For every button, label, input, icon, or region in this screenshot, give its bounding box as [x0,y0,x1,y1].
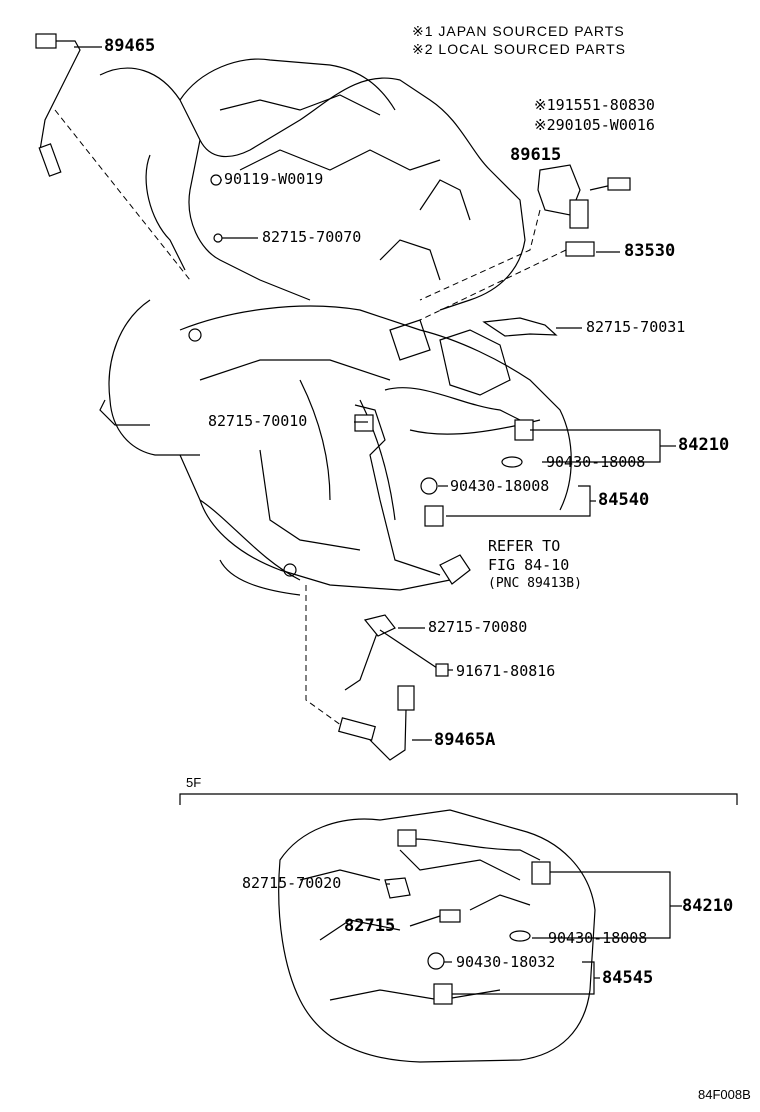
label-82715-70031[interactable]: 82715-70031 [586,318,686,336]
label-82715-70070[interactable]: 82715-70070 [262,228,362,246]
label-90430-18008-a[interactable]: 90430-18008 [546,453,646,471]
label-90119-w0019[interactable]: 90119-W0019 [224,170,324,188]
refer-line-1: REFER TO [488,537,561,555]
label-84540[interactable]: 84540 [598,490,650,510]
note-local-sourced: ※2 LOCAL SOURCED PARTS [412,41,626,57]
label-91551-80830[interactable]: ※191551-80830 [534,96,655,114]
label-90430-18008-b[interactable]: 90430-18008 [450,477,550,495]
knock-sensor-89615-illustration [419,164,631,301]
switch-83530-illustration [419,241,595,321]
label-83530[interactable]: 83530 [624,241,676,261]
label-90430-18008-c[interactable]: 90430-18008 [548,929,648,947]
label-89615[interactable]: 89615 [510,145,562,165]
figure-code: 84F008B [698,1087,751,1102]
oxygen-sensor-89465-illustration [35,33,191,281]
section-5f-bracket-line [179,793,738,805]
bolt-82715-70070-illustration [213,233,223,243]
bolt-90119-illustration [210,174,222,186]
refer-line-3: (PNC 89413B) [488,576,582,591]
label-82715-70020[interactable]: 82715-70020 [242,874,342,892]
speed-sensor-84210-illustration [354,387,534,585]
engine-assembly-illustration [99,58,572,596]
label-91671-80816[interactable]: 91671-80816 [456,662,556,680]
label-82715-70080[interactable]: 82715-70080 [428,618,528,636]
label-84545[interactable]: 84545 [602,968,654,988]
label-90105-w0016[interactable]: ※290105-W0016 [534,116,655,134]
label-82715-70010[interactable]: 82715-70010 [208,412,308,430]
section-label-5f: 5F [186,775,202,790]
label-84210-top[interactable]: 84210 [678,435,730,455]
note-japan-sourced: ※1 JAPAN SOURCED PARTS [412,23,625,39]
label-82715[interactable]: 82715 [344,916,396,936]
bracket-82715-70031-illustration [482,317,558,337]
transaxle-5f-illustration [278,809,596,1063]
oxygen-sensor-89465A-illustration [305,585,449,761]
label-89465A[interactable]: 89465A [434,730,496,750]
label-90430-18032[interactable]: 90430-18032 [456,953,556,971]
label-89465[interactable]: 89465 [104,36,156,56]
label-84210-bottom[interactable]: 84210 [682,896,734,916]
refer-line-2[interactable]: FIG 84-10 [488,556,570,574]
leader-lines [74,46,682,995]
